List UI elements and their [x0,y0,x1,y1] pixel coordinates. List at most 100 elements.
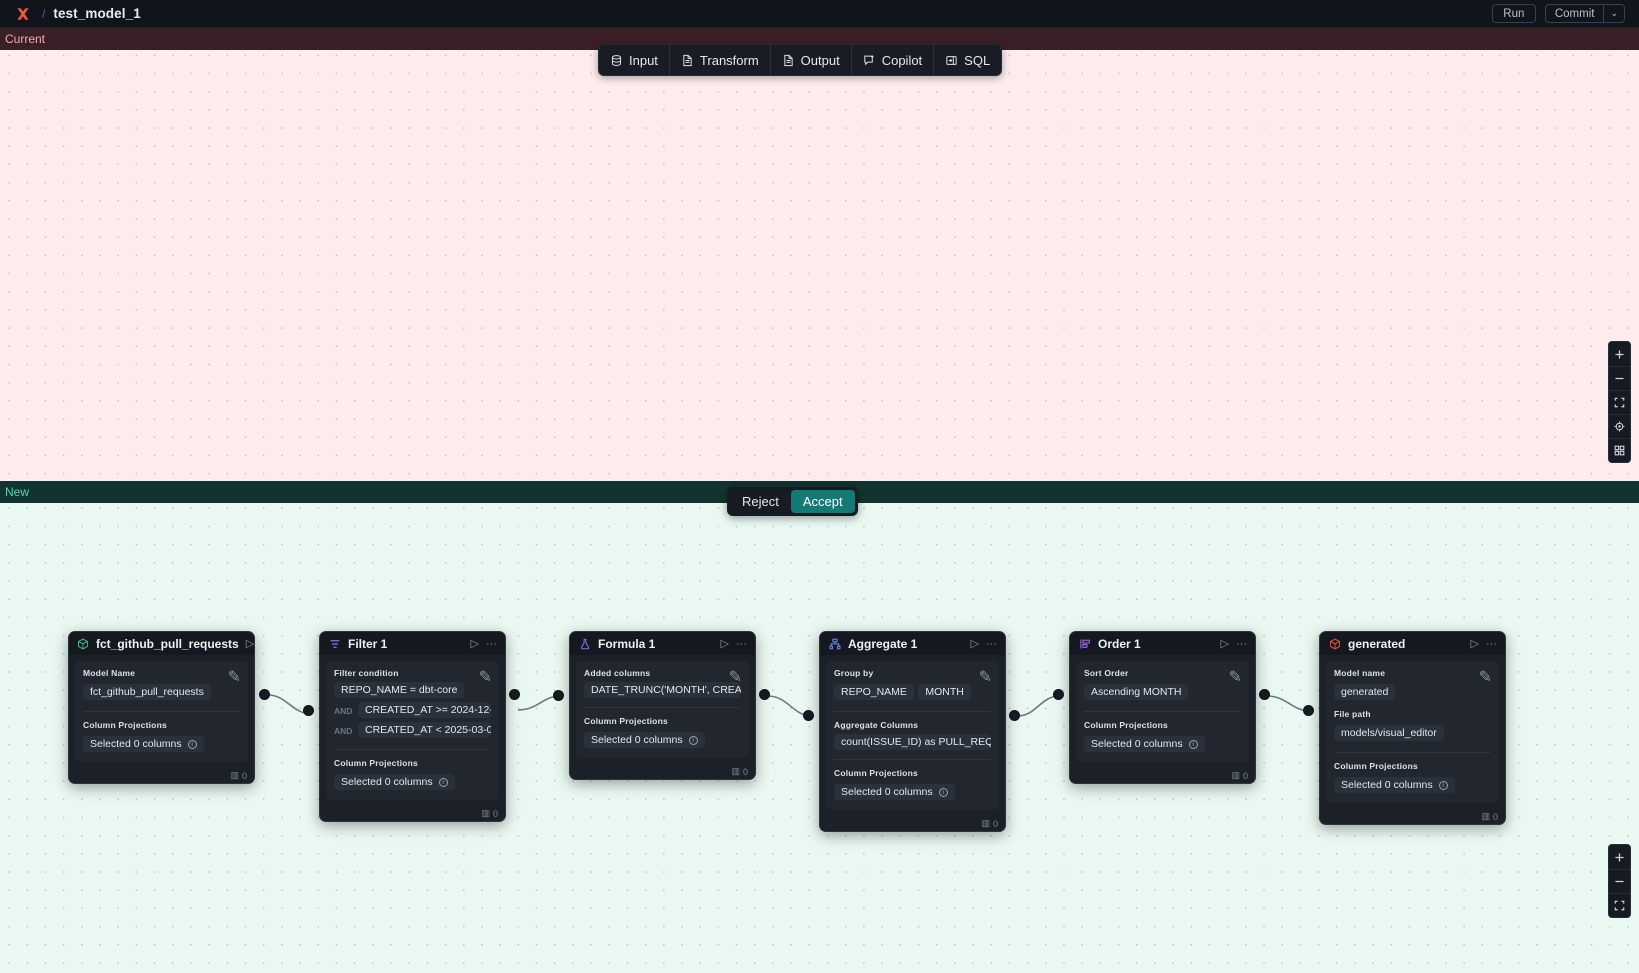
node-filter-1[interactable]: Filter 1 ▷ ··· ✎ Filter condition REPO_N… [319,631,506,822]
zoom-in-icon[interactable] [1609,845,1630,869]
node-run-icon[interactable]: ▷ [470,638,479,650]
zoom-out-icon[interactable] [1609,366,1630,390]
decision-bar: Reject Accept [727,487,858,516]
field-value[interactable]: models/visual_editor [1334,725,1444,741]
fit-view-icon[interactable] [1609,893,1630,917]
field-value-text: Selected 0 columns [841,786,933,798]
reject-button[interactable]: Reject [742,494,779,509]
field-value[interactable]: REPO_NAME [834,684,914,700]
zoom-in-icon[interactable] [1609,342,1630,366]
field-label: Column Projections [1084,711,1241,730]
rows-icon: ▥ [481,808,490,818]
chevron-down-icon[interactable]: ⌄ [1603,5,1624,22]
field-value[interactable]: MONTH [918,684,971,700]
condition-value[interactable]: CREATED_AT < 2025-03-01 [358,722,491,738]
row-count: 0 [241,770,247,781]
edit-icon[interactable]: ✎ [728,669,742,686]
condition-value[interactable]: CREATED_AT >= 2024-12-01 [358,702,491,718]
node-header: Formula 1 ▷ ··· [570,632,755,655]
field-value[interactable]: fct_github_pull_requests [83,684,211,700]
commit-button-group: Commit ⌄ [1544,4,1625,23]
x-logo-icon[interactable] [12,4,34,24]
node-body: ✎ Sort Order Ascending MONTH Column Proj… [1076,661,1249,762]
zoom-out-icon[interactable] [1609,869,1630,893]
edit-icon[interactable]: ✎ [227,669,241,686]
condition-operator: AND [334,726,353,736]
node-more-icon[interactable]: ··· [736,637,747,650]
node-body: ✎ Model name generated File path models/… [1326,661,1499,803]
field-value[interactable]: Ascending MONTH [1084,684,1189,700]
edge-handle-output[interactable] [759,689,770,700]
node-more-icon[interactable]: ··· [986,637,997,650]
row-count: 0 [492,808,498,819]
info-icon[interactable]: i [1188,739,1198,749]
edge-handle-input[interactable] [1053,689,1064,700]
run-button[interactable]: Run [1491,4,1536,23]
edge-handle-output[interactable] [1259,689,1270,700]
edge-handle-output[interactable] [259,689,270,700]
minimap-icon[interactable] [1609,438,1630,462]
node-order-1[interactable]: Order 1 ▷ ··· ✎ Sort Order Ascending MON… [1069,631,1256,784]
info-icon[interactable]: i [1438,780,1448,790]
field-value[interactable]: generated [1334,684,1396,700]
edge-handle-output[interactable] [1009,710,1020,721]
info-icon[interactable]: i [938,787,948,797]
info-icon[interactable]: i [438,777,448,787]
edge-handle-input[interactable] [303,705,314,716]
node-title: Formula 1 [598,636,656,651]
node-run-icon[interactable]: ▷ [720,638,729,650]
sql-panel-icon [945,54,958,67]
tool-palette: Input Transform Output [598,44,1003,76]
center-view-icon[interactable] [1609,414,1630,438]
edge-handle-output[interactable] [509,689,520,700]
node-header: Filter 1 ▷ ··· [320,632,505,655]
node-aggregate-1[interactable]: Aggregate 1 ▷ ··· ✎ Group by REPO_NAME M… [819,631,1006,832]
node-fct-github-pull-requests[interactable]: fct_github_pull_requests ▷ ··· ✎ Model N… [68,631,255,784]
node-run-icon[interactable]: ▷ [970,638,979,650]
palette-item-label: Output [800,52,840,68]
node-run-icon[interactable]: ▷ [1220,638,1229,650]
palette-item-copilot[interactable]: Copilot [850,45,933,75]
info-icon[interactable]: i [688,735,698,745]
node-header: Order 1 ▷ ··· [1070,632,1255,655]
edge-handle-input[interactable] [1303,705,1314,716]
sort-icon [1078,637,1091,650]
palette-item-transform[interactable]: Transform [668,45,770,75]
field-value[interactable]: Selected 0 columns i [834,784,955,800]
node-formula-1[interactable]: Formula 1 ▷ ··· ✎ Added columns DATE_TRU… [569,631,756,780]
field-value[interactable]: Selected 0 columns i [334,774,455,790]
condition-row: REPO_NAME = dbt-core [334,682,491,700]
palette-item-sql[interactable]: SQL [933,45,1001,75]
node-more-icon[interactable]: ··· [1236,637,1247,650]
accept-button[interactable]: Accept [790,490,855,513]
node-body: ✎ Filter condition REPO_NAME = dbt-core … [326,661,499,800]
node-more-icon[interactable]: ··· [486,637,497,650]
node-footer: ▥ 0 [1320,809,1505,824]
edge-handle-input[interactable] [803,710,814,721]
info-icon[interactable]: i [187,739,197,749]
palette-item-output[interactable]: Output [769,45,851,75]
field-value-text: Selected 0 columns [341,776,433,788]
edit-icon[interactable]: ✎ [978,669,992,686]
field-value[interactable]: DATE_TRUNC('MONTH', CREATED_AT… [584,682,741,698]
node-more-icon[interactable]: ··· [1486,637,1497,650]
edit-icon[interactable]: ✎ [1478,669,1492,686]
canvas-current[interactable] [0,28,1639,481]
commit-button[interactable]: Commit [1554,7,1595,20]
node-run-icon[interactable]: ▷ [1470,638,1479,650]
node-run-icon[interactable]: ▷ [245,638,255,650]
edit-icon[interactable]: ✎ [478,669,492,686]
edge-handle-input[interactable] [553,690,564,701]
node-generated[interactable]: generated ▷ ··· ✎ Model name generated F… [1319,631,1506,825]
palette-item-input[interactable]: Input [599,45,669,75]
condition-value[interactable]: REPO_NAME = dbt-core [334,682,465,698]
field-label: Column Projections [834,759,991,778]
edit-icon[interactable]: ✎ [1228,669,1242,686]
fit-view-icon[interactable] [1609,390,1630,414]
field-value[interactable]: count(ISSUE_ID) as PULL_REQUEST_… [834,734,991,750]
